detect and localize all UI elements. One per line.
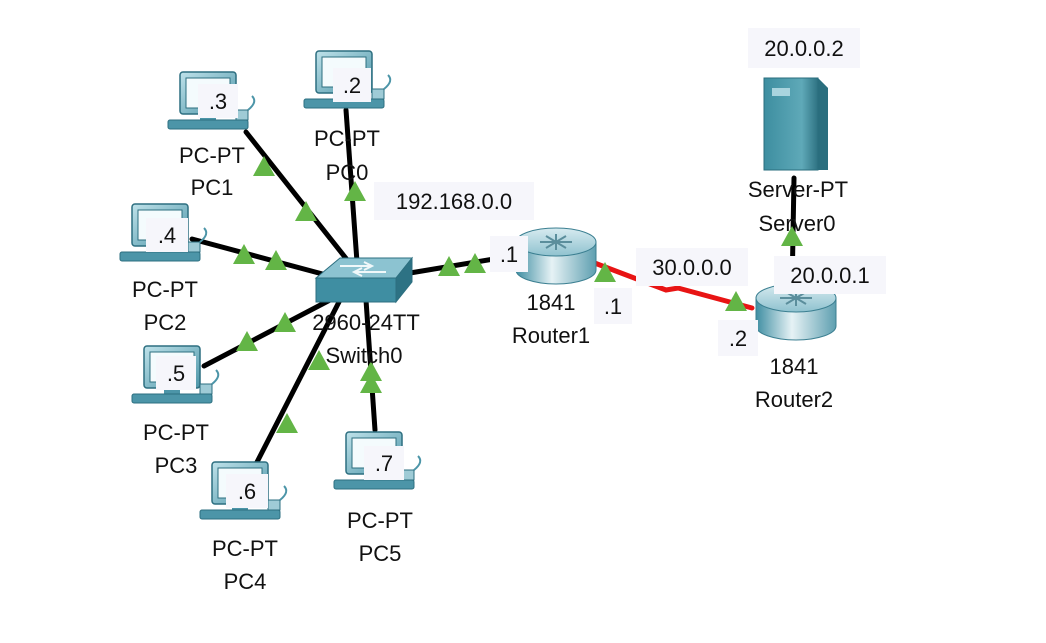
router2-wan-ip-label: .2 bbox=[729, 326, 747, 351]
wan-network-label: 30.0.0.0 bbox=[652, 255, 732, 280]
link-up-icon bbox=[265, 250, 287, 270]
ip-tag-pc1: .3 bbox=[198, 84, 238, 118]
switch-name-label: Switch0 bbox=[325, 343, 402, 368]
router2-lan-ip-label: 20.0.0.1 bbox=[790, 263, 870, 288]
ip-tag-pc4: .6 bbox=[226, 474, 268, 508]
link-status-indicators bbox=[233, 156, 803, 433]
link-up-icon bbox=[233, 244, 255, 264]
pc4-ip-label: .6 bbox=[238, 479, 256, 504]
pc3-name-label: PC3 bbox=[155, 453, 198, 478]
ip-tag-router1-lan: .1 bbox=[490, 236, 528, 272]
pc3-ip-label: .5 bbox=[167, 361, 185, 386]
ip-tag-router2-lan: 20.0.0.1 bbox=[774, 256, 886, 294]
link-router1-router2-serial[interactable] bbox=[589, 259, 755, 311]
ip-tag-wan-network: 30.0.0.0 bbox=[636, 248, 748, 286]
pc0-name-label: PC0 bbox=[326, 160, 369, 185]
router2-name-label: Router2 bbox=[755, 387, 833, 412]
server-model-label: Server-PT bbox=[748, 177, 848, 202]
links bbox=[189, 107, 797, 469]
router1-lan-ip-label: .1 bbox=[500, 242, 518, 267]
link-up-icon bbox=[344, 181, 366, 201]
link-up-icon bbox=[438, 256, 460, 276]
pc1-model-label: PC-PT bbox=[179, 143, 245, 168]
switch-icon[interactable] bbox=[314, 256, 414, 304]
router1-wan-ip-label: .1 bbox=[604, 294, 622, 319]
server0-ip-label: 20.0.0.2 bbox=[764, 36, 844, 61]
link-up-icon bbox=[594, 262, 616, 282]
pc4-model-label: PC-PT bbox=[212, 536, 278, 561]
pc1-ip-label: .3 bbox=[209, 89, 227, 114]
ip-tag-lan-network: 192.168.0.0 bbox=[374, 182, 534, 220]
ip-tag-pc2: .4 bbox=[146, 218, 188, 252]
link-up-icon bbox=[464, 253, 486, 273]
ip-tag-router2-wan: .2 bbox=[718, 320, 758, 356]
pc5-model-label: PC-PT bbox=[347, 508, 413, 533]
pc0-ip-label: .2 bbox=[343, 73, 361, 98]
pc5-ip-label: .7 bbox=[375, 451, 393, 476]
link-up-icon bbox=[781, 226, 803, 246]
router1-name-label: Router1 bbox=[512, 323, 590, 348]
ip-tag-router1-wan: .1 bbox=[594, 288, 632, 324]
router1-model-label: 1841 bbox=[527, 290, 576, 315]
pc5-name-label: PC5 bbox=[359, 541, 402, 566]
link-pc4-switch[interactable] bbox=[252, 297, 343, 469]
pc2-model-label: PC-PT bbox=[132, 277, 198, 302]
ip-tag-pc0: .2 bbox=[333, 68, 371, 102]
pc2-name-label: PC2 bbox=[144, 310, 187, 335]
ip-tag-pc5: .7 bbox=[364, 446, 404, 480]
link-up-icon bbox=[308, 350, 330, 370]
router2-model-label: 1841 bbox=[770, 354, 819, 379]
server-name-label: Server0 bbox=[758, 211, 835, 236]
link-up-icon bbox=[253, 156, 275, 176]
link-pc3-switch[interactable] bbox=[201, 297, 333, 369]
link-up-icon bbox=[295, 201, 317, 221]
link-pc1-switch[interactable] bbox=[243, 129, 355, 269]
link-up-icon bbox=[276, 413, 298, 433]
link-up-icon bbox=[236, 331, 258, 351]
link-up-icon bbox=[725, 291, 747, 311]
link-pc2-switch[interactable] bbox=[189, 236, 333, 279]
switch-model-label: 2960-24TT bbox=[312, 310, 420, 335]
ip-tag-server0: 20.0.0.2 bbox=[748, 28, 860, 68]
pc3-model-label: PC-PT bbox=[143, 420, 209, 445]
pc0-model-label: PC-PT bbox=[314, 126, 380, 151]
pc1-name-label: PC1 bbox=[191, 175, 234, 200]
pc4-name-label: PC4 bbox=[224, 569, 267, 594]
link-up-icon bbox=[360, 361, 382, 381]
link-up-icon bbox=[274, 312, 296, 332]
link-up-icon bbox=[360, 373, 382, 393]
ip-tag-pc3: .5 bbox=[156, 356, 196, 390]
pc2-ip-label: .4 bbox=[158, 223, 176, 248]
lan-network-label: 192.168.0.0 bbox=[396, 189, 512, 214]
server-icon[interactable] bbox=[763, 77, 828, 171]
link-pc0-switch[interactable] bbox=[343, 107, 360, 265]
